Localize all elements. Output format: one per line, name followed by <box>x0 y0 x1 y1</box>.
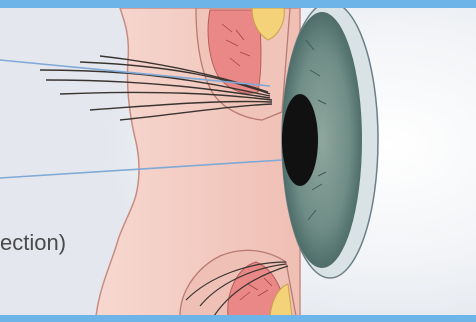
top-accent-bar <box>0 0 476 8</box>
bottom-accent-bar <box>0 315 476 322</box>
partial-caption-label: ection) <box>0 232 66 254</box>
pupil <box>282 94 318 186</box>
